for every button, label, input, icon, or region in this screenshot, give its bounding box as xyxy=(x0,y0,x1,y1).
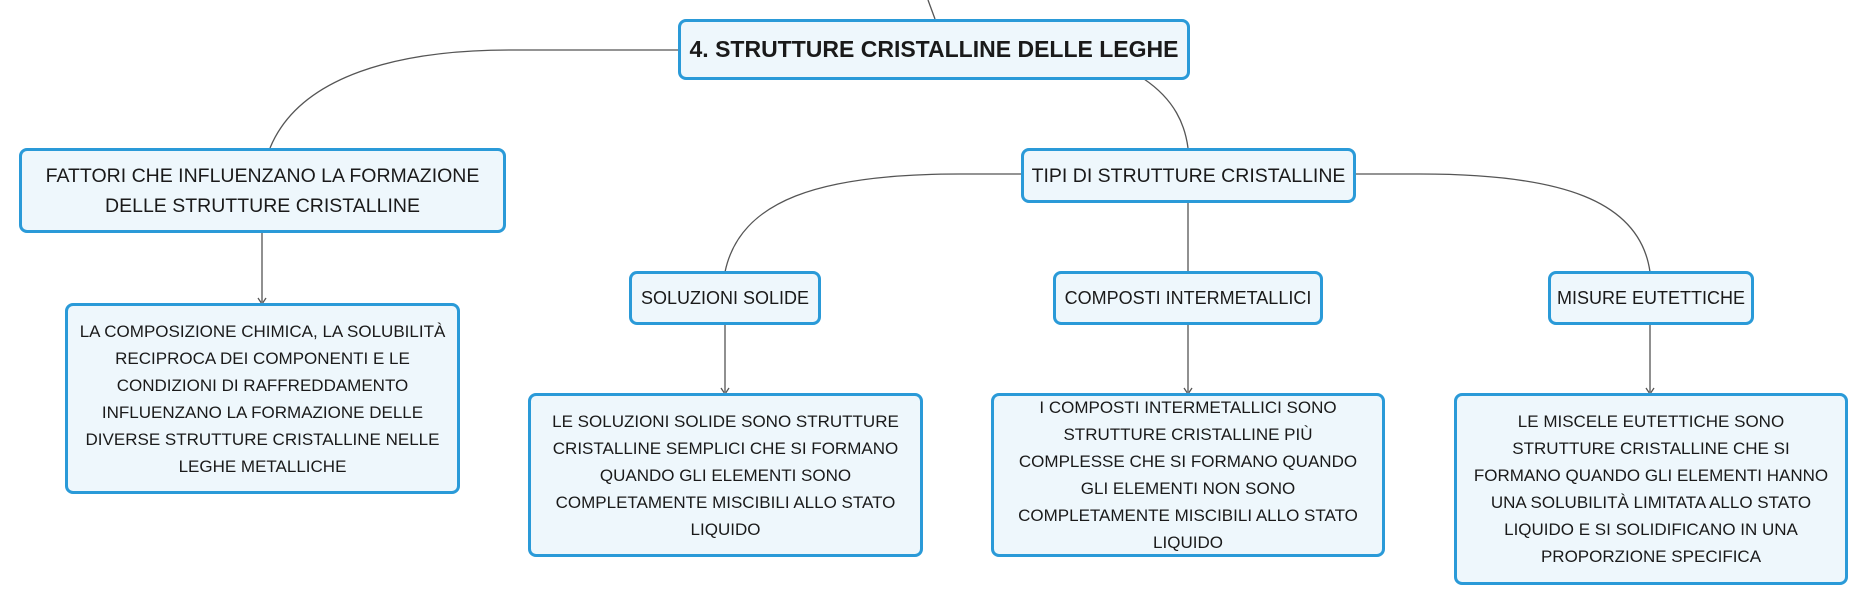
topic-tipi[interactable]: TIPI DI STRUTTURE CRISTALLINE xyxy=(1021,148,1356,203)
topic-composti-intermetallici[interactable]: COMPOSTI INTERMETALLICI xyxy=(1053,271,1323,325)
topic-composti-intermetallici-label: COMPOSTI INTERMETALLICI xyxy=(1064,287,1312,308)
connector-tipi-soluzioni xyxy=(724,173,1022,273)
topic-fattori-detail[interactable]: LA COMPOSIZIONE CHIMICA, LA SOLUBILITÀ R… xyxy=(65,303,460,494)
topic-fattori-label: FATTORI CHE INFLUENZANO LA FORMAZIONE DE… xyxy=(45,164,480,217)
connector-tipi-misure xyxy=(1354,173,1651,273)
topic-misure-eutettiche-detail[interactable]: LE MISCELE EUTETTICHE SONO STRUTTURE CRI… xyxy=(1454,393,1848,585)
topic-composti-intermetallici-detail[interactable]: I COMPOSTI INTERMETALLICI SONO STRUTTURE… xyxy=(991,393,1385,557)
topic-composti-intermetallici-detail-text: I COMPOSTI INTERMETALLICI SONO STRUTTURE… xyxy=(1018,398,1358,552)
connector-root-fattori xyxy=(269,49,679,149)
topic-soluzioni-solide[interactable]: SOLUZIONI SOLIDE xyxy=(629,271,821,325)
topic-soluzioni-solide-label: SOLUZIONI SOLIDE xyxy=(640,287,810,308)
connector-parent-root xyxy=(927,0,936,20)
connector-root-tipi xyxy=(1143,78,1189,149)
topic-fattori[interactable]: FATTORI CHE INFLUENZANO LA FORMAZIONE DE… xyxy=(19,148,506,233)
topic-misure-eutettiche[interactable]: MISURE EUTETTICHE xyxy=(1548,271,1754,325)
topic-soluzioni-solide-detail[interactable]: LE SOLUZIONI SOLIDE SONO STRUTTURE CRIST… xyxy=(528,393,923,557)
topic-tipi-label: TIPI DI STRUTTURE CRISTALLINE xyxy=(1031,164,1346,187)
topic-misure-eutettiche-label: MISURE EUTETTICHE xyxy=(1556,287,1745,308)
topic-fattori-detail-text: LA COMPOSIZIONE CHIMICA, LA SOLUBILITÀ R… xyxy=(79,321,446,476)
topic-misure-eutettiche-detail-text: LE MISCELE EUTETTICHE SONO STRUTTURE CRI… xyxy=(1473,412,1829,566)
root-topic-label: 4. STRUTTURE CRISTALLINE DELLE LEGHE xyxy=(689,36,1179,62)
root-topic[interactable]: 4. STRUTTURE CRISTALLINE DELLE LEGHE xyxy=(678,19,1190,80)
topic-soluzioni-solide-detail-text: LE SOLUZIONI SOLIDE SONO STRUTTURE CRIST… xyxy=(552,411,899,539)
